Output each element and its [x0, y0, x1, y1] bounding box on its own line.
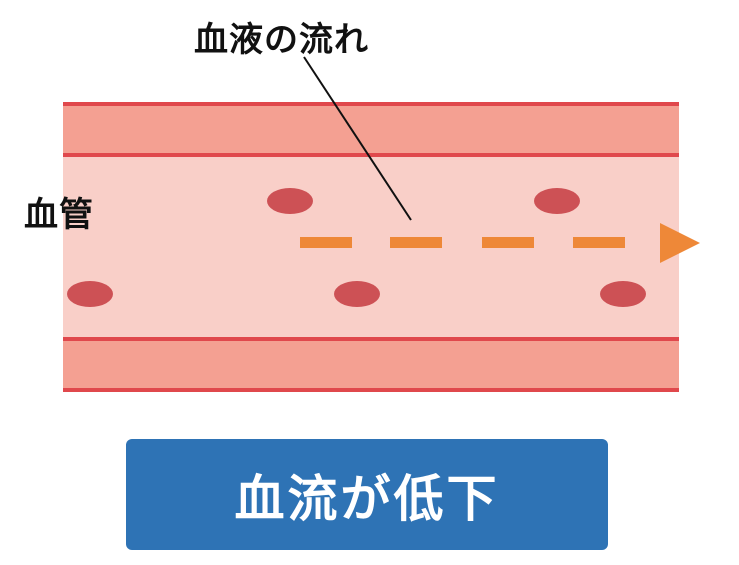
- flow-dash: [390, 237, 442, 248]
- blood-cell-icon: [534, 188, 580, 214]
- vessel-edge-line: [63, 153, 679, 157]
- blood-cell-icon: [600, 281, 646, 307]
- blood-cell-icon: [267, 188, 313, 214]
- flow-dash: [300, 237, 352, 248]
- blood-cell-icon: [67, 281, 113, 307]
- blood-cell-icon: [334, 281, 380, 307]
- flow-dash: [573, 237, 625, 248]
- result-banner: 血流が低下: [126, 439, 608, 550]
- flow-arrow-icon: [300, 223, 700, 263]
- banner-text: 血流が低下: [234, 469, 500, 528]
- vessel-lower-wall: [63, 338, 679, 390]
- flow-dash: [482, 237, 534, 248]
- vessel-edge-line: [63, 102, 679, 106]
- blood-vessel-label: 血管: [24, 195, 94, 235]
- flow-arrowhead: [660, 223, 700, 263]
- vessel-edge-line: [63, 337, 679, 341]
- vessel-upper-wall: [63, 104, 679, 156]
- leader-line: [303, 56, 412, 221]
- blood-flow-label: 血液の流れ: [194, 20, 369, 60]
- vessel-edge-line: [63, 388, 679, 392]
